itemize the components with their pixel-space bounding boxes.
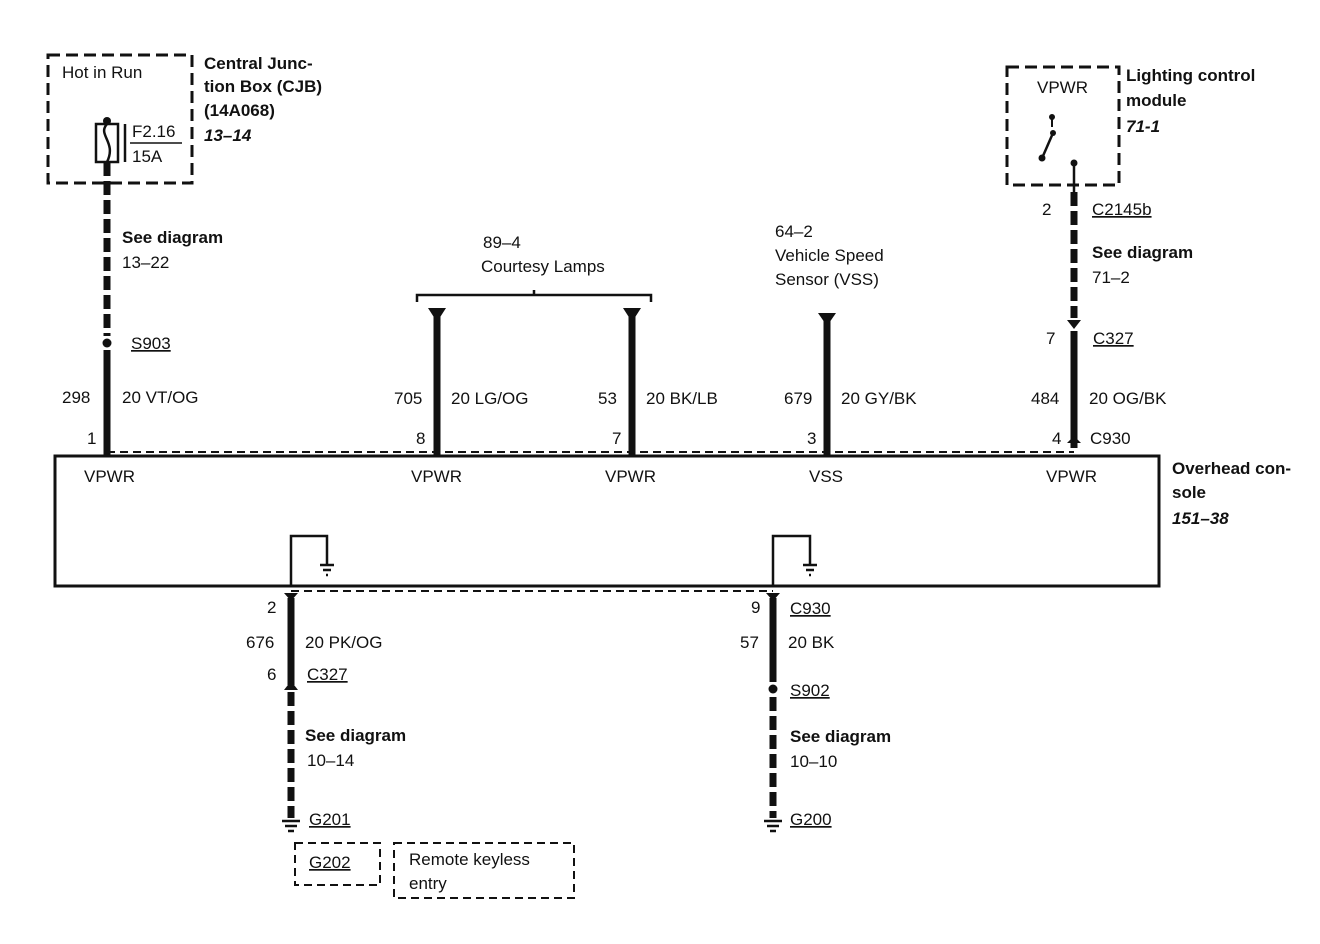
console-title-2: sole bbox=[1172, 483, 1206, 502]
ground-g202: G202 bbox=[309, 853, 351, 872]
vss-label-2: Sensor (VSS) bbox=[775, 270, 879, 289]
c327-connector-icon bbox=[284, 681, 298, 690]
console-title-1: Overhead con- bbox=[1172, 459, 1291, 478]
cjb-title-1: Central Junc- bbox=[204, 54, 313, 73]
w484-see-ref: 71–2 bbox=[1092, 268, 1130, 287]
w57-pin: 9 bbox=[751, 598, 760, 617]
cjb-box-label: Hot in Run bbox=[62, 63, 142, 82]
fuse-icon bbox=[94, 117, 120, 164]
w679-spec: 20 GY/BK bbox=[841, 389, 917, 408]
lcm-title-1: Lighting control bbox=[1126, 66, 1255, 85]
w484-conn-mid-pin: 7 bbox=[1046, 329, 1055, 348]
w705-circuit: 705 bbox=[394, 389, 422, 408]
g202-box bbox=[294, 842, 381, 886]
lcm-box bbox=[1005, 65, 1121, 187]
w53-spec: 20 BK/LB bbox=[646, 389, 718, 408]
cjb-box bbox=[46, 53, 194, 185]
w57-spec: 20 BK bbox=[788, 633, 835, 652]
w676-spec: 20 PK/OG bbox=[305, 633, 382, 652]
w484-conn-top-pin: 2 bbox=[1042, 200, 1051, 219]
console-pin-1: VPWR bbox=[84, 467, 135, 486]
lcm-box-label: VPWR bbox=[1037, 78, 1088, 97]
c930-connector-icon bbox=[1067, 436, 1081, 443]
w53-pin: 7 bbox=[612, 429, 621, 448]
fuse-rating: 15A bbox=[132, 147, 163, 166]
internal-ground-icon bbox=[771, 534, 817, 586]
splice-s902: S902 bbox=[790, 681, 830, 700]
w676-pin: 2 bbox=[267, 598, 276, 617]
w676-see-ref: 10–14 bbox=[307, 751, 354, 770]
w298-spec: 20 VT/OG bbox=[122, 388, 199, 407]
ground-g200-icon bbox=[764, 819, 782, 833]
lcm-title-2: module bbox=[1126, 91, 1186, 110]
w676-see: See diagram bbox=[305, 726, 406, 745]
w298-see: See diagram bbox=[122, 228, 223, 247]
w484-conn-mid: C327 bbox=[1093, 329, 1134, 348]
w57-see-ref: 10–10 bbox=[790, 752, 837, 771]
w53-circuit: 53 bbox=[598, 389, 617, 408]
ground-g201-icon bbox=[282, 819, 300, 833]
w484-circuit: 484 bbox=[1031, 389, 1059, 408]
w298-pin: 1 bbox=[87, 429, 96, 448]
ground-g201: G201 bbox=[309, 810, 351, 829]
w705-spec: 20 LG/OG bbox=[451, 389, 528, 408]
console-pin-7: VPWR bbox=[605, 467, 656, 486]
fuse-id: F2.16 bbox=[132, 122, 175, 141]
switch-icon bbox=[1038, 114, 1078, 167]
w484-see: See diagram bbox=[1092, 243, 1193, 262]
w484-conn-top: C2145b bbox=[1092, 200, 1152, 219]
overhead-console-box bbox=[53, 454, 1161, 588]
w57-see: See diagram bbox=[790, 727, 891, 746]
w57-connector-icon bbox=[766, 593, 780, 601]
splice-s902-dot bbox=[768, 684, 778, 694]
lcm-ref: 71-1 bbox=[1126, 117, 1160, 136]
w676-conn-pin: 6 bbox=[267, 665, 276, 684]
console-pin-4: VPWR bbox=[1046, 467, 1097, 486]
w484-conn-console: C930 bbox=[1090, 429, 1131, 448]
remote-keyless-label-2: entry bbox=[409, 874, 447, 893]
w679-circuit: 679 bbox=[784, 389, 812, 408]
console-ref: 151–38 bbox=[1172, 509, 1229, 528]
w484-spec: 20 OG/BK bbox=[1089, 389, 1167, 408]
internal-ground-icon bbox=[289, 534, 334, 586]
w57-circuit: 57 bbox=[740, 633, 759, 652]
courtesy-label: Courtesy Lamps bbox=[481, 257, 605, 276]
w298-see-ref: 13–22 bbox=[122, 253, 169, 272]
remote-keyless-box bbox=[393, 842, 575, 899]
splice-s903: S903 bbox=[131, 334, 171, 353]
console-pin-8: VPWR bbox=[411, 467, 462, 486]
courtesy-bracket bbox=[415, 290, 653, 302]
courtesy-ref: 89–4 bbox=[483, 233, 521, 252]
c327-connector-icon bbox=[1067, 320, 1081, 329]
w676-connector-icon bbox=[284, 593, 298, 601]
w676-circuit: 676 bbox=[246, 633, 274, 652]
cjb-part-number: (14A068) bbox=[204, 101, 275, 120]
w679-pin: 3 bbox=[807, 429, 816, 448]
w705-pin: 8 bbox=[416, 429, 425, 448]
w484-pin: 4 bbox=[1052, 429, 1061, 448]
vss-label-1: Vehicle Speed bbox=[775, 246, 884, 265]
ground-g200: G200 bbox=[790, 810, 832, 829]
w676-conn: C327 bbox=[307, 665, 348, 684]
w298-circuit: 298 bbox=[62, 388, 90, 407]
remote-keyless-label-1: Remote keyless bbox=[409, 850, 530, 869]
vss-ref: 64–2 bbox=[775, 222, 813, 241]
cjb-ref: 13–14 bbox=[204, 126, 252, 145]
console-pin-3: VSS bbox=[809, 467, 843, 486]
cjb-title-2: tion Box (CJB) bbox=[204, 77, 322, 96]
w57-conn: C930 bbox=[790, 599, 831, 618]
splice-s903-dot bbox=[102, 338, 112, 348]
